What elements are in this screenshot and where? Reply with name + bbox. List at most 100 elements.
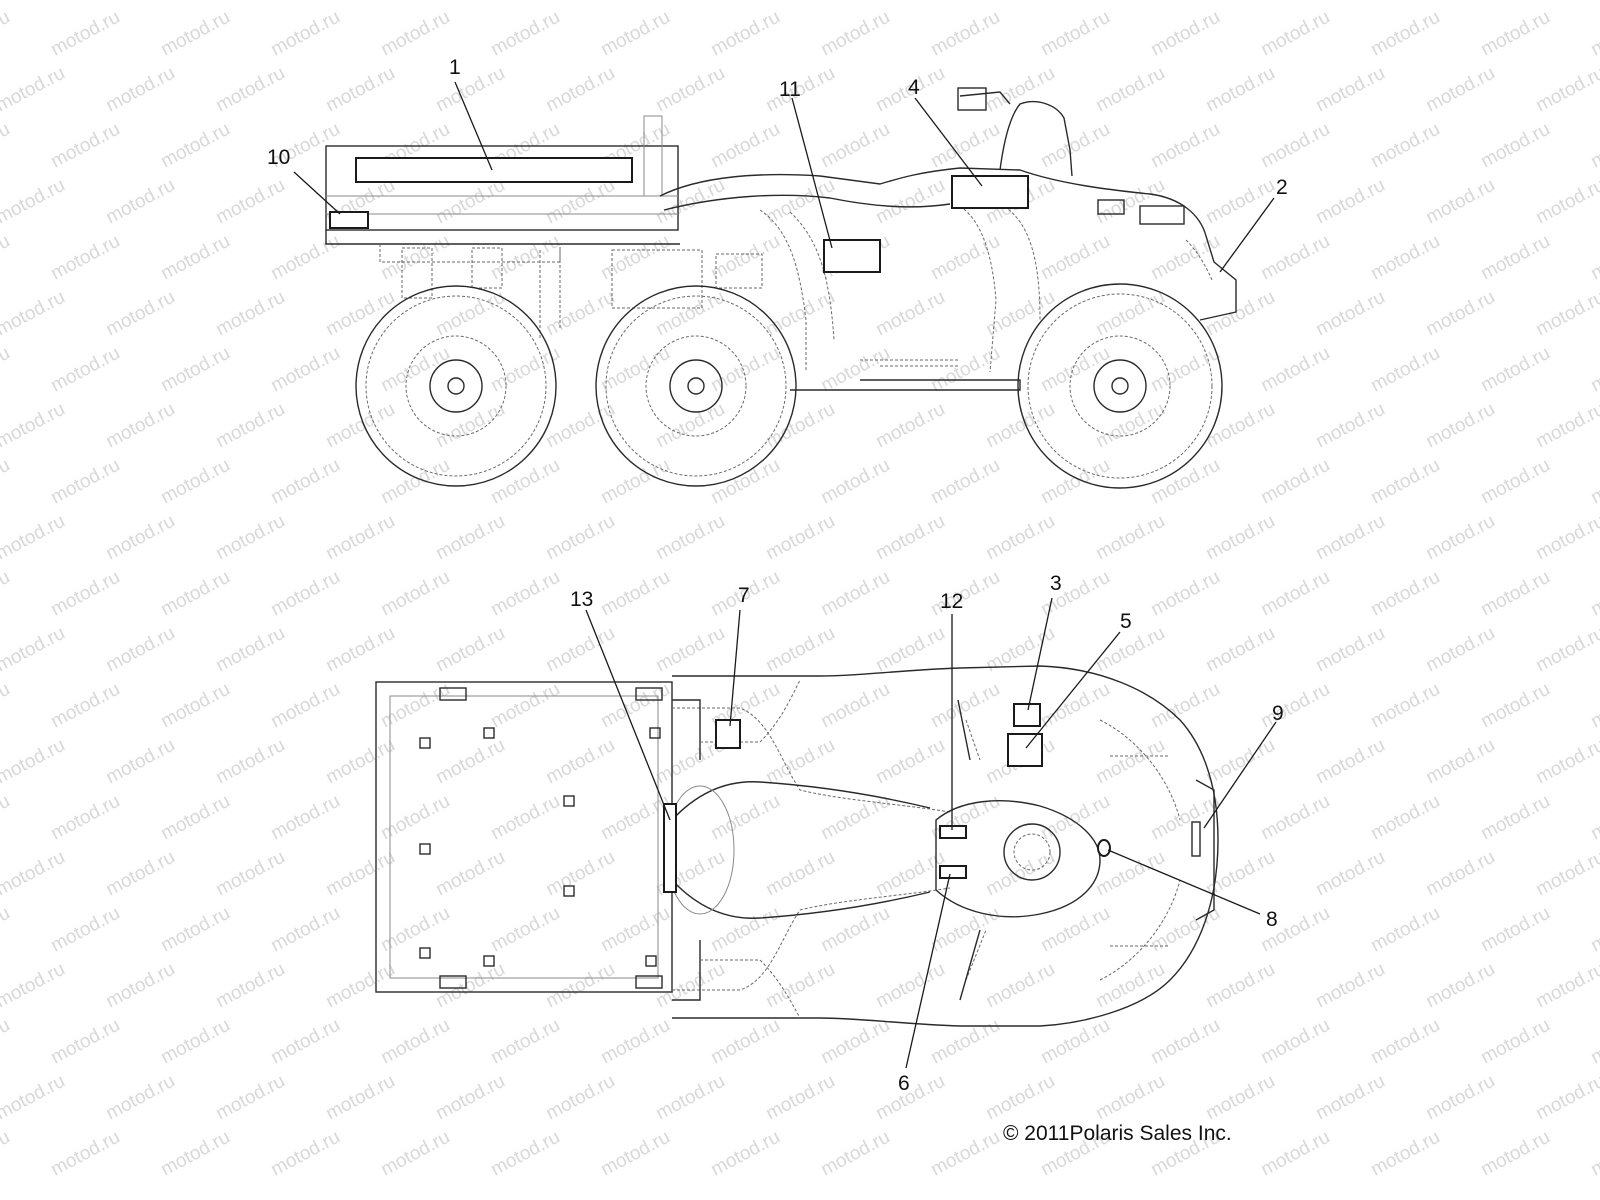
watermark-text: motod.ru <box>1532 1071 1600 1125</box>
watermark-text: motod.ru <box>0 1071 69 1125</box>
watermark-text: motod.ru <box>817 7 893 61</box>
front-wheel <box>1017 283 1223 489</box>
watermark-text: motod.ru <box>817 1127 893 1181</box>
watermark-text: motod.ru <box>542 63 618 117</box>
watermark-text: motod.ru <box>1422 63 1498 117</box>
watermark-text: motod.ru <box>432 623 508 677</box>
watermark-text: motod.ru <box>982 959 1058 1013</box>
watermark-text: motod.ru <box>1587 119 1600 173</box>
decal-7-left-rear-fender <box>715 719 741 749</box>
watermark-text: motod.ru <box>1587 7 1600 61</box>
watermark-text: motod.ru <box>817 567 893 621</box>
watermark-text: motod.ru <box>542 0 618 4</box>
watermark-text: motod.ru <box>1092 735 1168 789</box>
watermark-text: motod.ru <box>1312 959 1388 1013</box>
watermark-text: motod.ru <box>1422 0 1498 4</box>
watermark-text: motod.ru <box>1037 343 1113 397</box>
watermark-text: motod.ru <box>1367 119 1443 173</box>
watermark-text: motod.ru <box>102 175 178 229</box>
watermark-text: motod.ru <box>817 791 893 845</box>
watermark-text: motod.ru <box>652 63 728 117</box>
watermark-text: motod.ru <box>597 1127 673 1181</box>
watermark-text: motod.ru <box>1422 175 1498 229</box>
watermark-text: motod.ru <box>872 0 948 4</box>
watermark-text: motod.ru <box>982 623 1058 677</box>
watermark-text: motod.ru <box>1312 735 1388 789</box>
watermark-text: motod.ru <box>157 231 233 285</box>
watermark-text: motod.ru <box>1477 567 1553 621</box>
watermark-text: motod.ru <box>1037 119 1113 173</box>
watermark-text: motod.ru <box>1422 1071 1498 1125</box>
watermark-text: motod.ru <box>542 511 618 565</box>
watermark-text: motod.ru <box>1367 7 1443 61</box>
watermark-text: motod.ru <box>102 1071 178 1125</box>
watermark-text: motod.ru <box>212 735 288 789</box>
watermark-text: motod.ru <box>487 231 563 285</box>
cargo-tie-downs <box>419 727 661 967</box>
watermark-text: motod.ru <box>47 343 123 397</box>
watermark-text: motod.ru <box>762 959 838 1013</box>
decal-8-hood <box>1097 839 1111 857</box>
watermark-text: motod.ru <box>652 511 728 565</box>
watermark-text: motod.ru <box>1312 399 1388 453</box>
watermark-text: motod.ru <box>47 791 123 845</box>
watermark-text: motod.ru <box>267 679 343 733</box>
watermark-text: motod.ru <box>1257 119 1333 173</box>
watermark-text: motod.ru <box>1367 567 1443 621</box>
watermark-text: motod.ru <box>1422 959 1498 1013</box>
watermark-text: motod.ru <box>432 63 508 117</box>
watermark-text: motod.ru <box>267 1127 343 1181</box>
watermark-text: motod.ru <box>1477 679 1553 733</box>
watermark-text: motod.ru <box>542 959 618 1013</box>
callout-9: 9 <box>1272 702 1284 725</box>
callout-5: 5 <box>1120 610 1132 633</box>
watermark-text: motod.ru <box>102 511 178 565</box>
watermark-text: motod.ru <box>0 119 14 173</box>
watermark-text: motod.ru <box>1257 231 1333 285</box>
watermark-text: motod.ru <box>1037 903 1113 957</box>
watermark-text: motod.ru <box>1367 343 1443 397</box>
watermark-text: motod.ru <box>157 119 233 173</box>
watermark-text: motod.ru <box>927 7 1003 61</box>
watermark-text: motod.ru <box>1092 0 1168 4</box>
watermark-text: motod.ru <box>1312 287 1388 341</box>
watermark-text: motod.ru <box>1367 903 1443 957</box>
callouts: 1 10 11 4 2 13 7 12 3 5 9 8 6 <box>267 56 1288 1095</box>
watermark-text: motod.ru <box>487 1015 563 1069</box>
watermark-text: motod.ru <box>1147 679 1223 733</box>
watermark-text: motod.ru <box>1037 7 1113 61</box>
watermark-text: motod.ru <box>1257 455 1333 509</box>
watermark-text: motod.ru <box>927 1127 1003 1181</box>
watermark-text: motod.ru <box>0 735 69 789</box>
watermark-text: motod.ru <box>0 511 69 565</box>
callout-3: 3 <box>1050 572 1062 595</box>
callout-8: 8 <box>1266 908 1278 931</box>
decal-1-cargo-side <box>355 157 633 183</box>
watermark-text: motod.ru <box>212 847 288 901</box>
watermark-text: motod.ru <box>1257 7 1333 61</box>
watermark-text: motod.ru <box>157 1015 233 1069</box>
decal-6-console <box>939 865 967 879</box>
watermark-text: motod.ru <box>212 511 288 565</box>
watermark-text: motod.ru <box>927 679 1003 733</box>
watermark-text: motod.ru <box>1037 455 1113 509</box>
watermark-text: motod.ru <box>47 1127 123 1181</box>
decal-11-side-panel <box>823 239 881 273</box>
watermark-text: motod.ru <box>872 287 948 341</box>
watermark-text: motod.ru <box>597 567 673 621</box>
watermark-text: motod.ru <box>432 1071 508 1125</box>
watermark-text: motod.ru <box>487 1127 563 1181</box>
decal-10-rear <box>329 211 369 229</box>
watermark-text: motod.ru <box>1092 175 1168 229</box>
watermark-text: motod.ru <box>1202 287 1278 341</box>
watermark-text: motod.ru <box>1202 511 1278 565</box>
watermark-text: motod.ru <box>157 7 233 61</box>
watermark-text: motod.ru <box>0 679 14 733</box>
watermark-text: motod.ru <box>1367 455 1443 509</box>
watermark-text: motod.ru <box>377 903 453 957</box>
watermark-text: motod.ru <box>1532 959 1600 1013</box>
watermark-text: motod.ru <box>762 511 838 565</box>
watermark-text: motod.ru <box>1477 1127 1553 1181</box>
watermark-text: motod.ru <box>1367 1127 1443 1181</box>
watermark-text: motod.ru <box>267 791 343 845</box>
